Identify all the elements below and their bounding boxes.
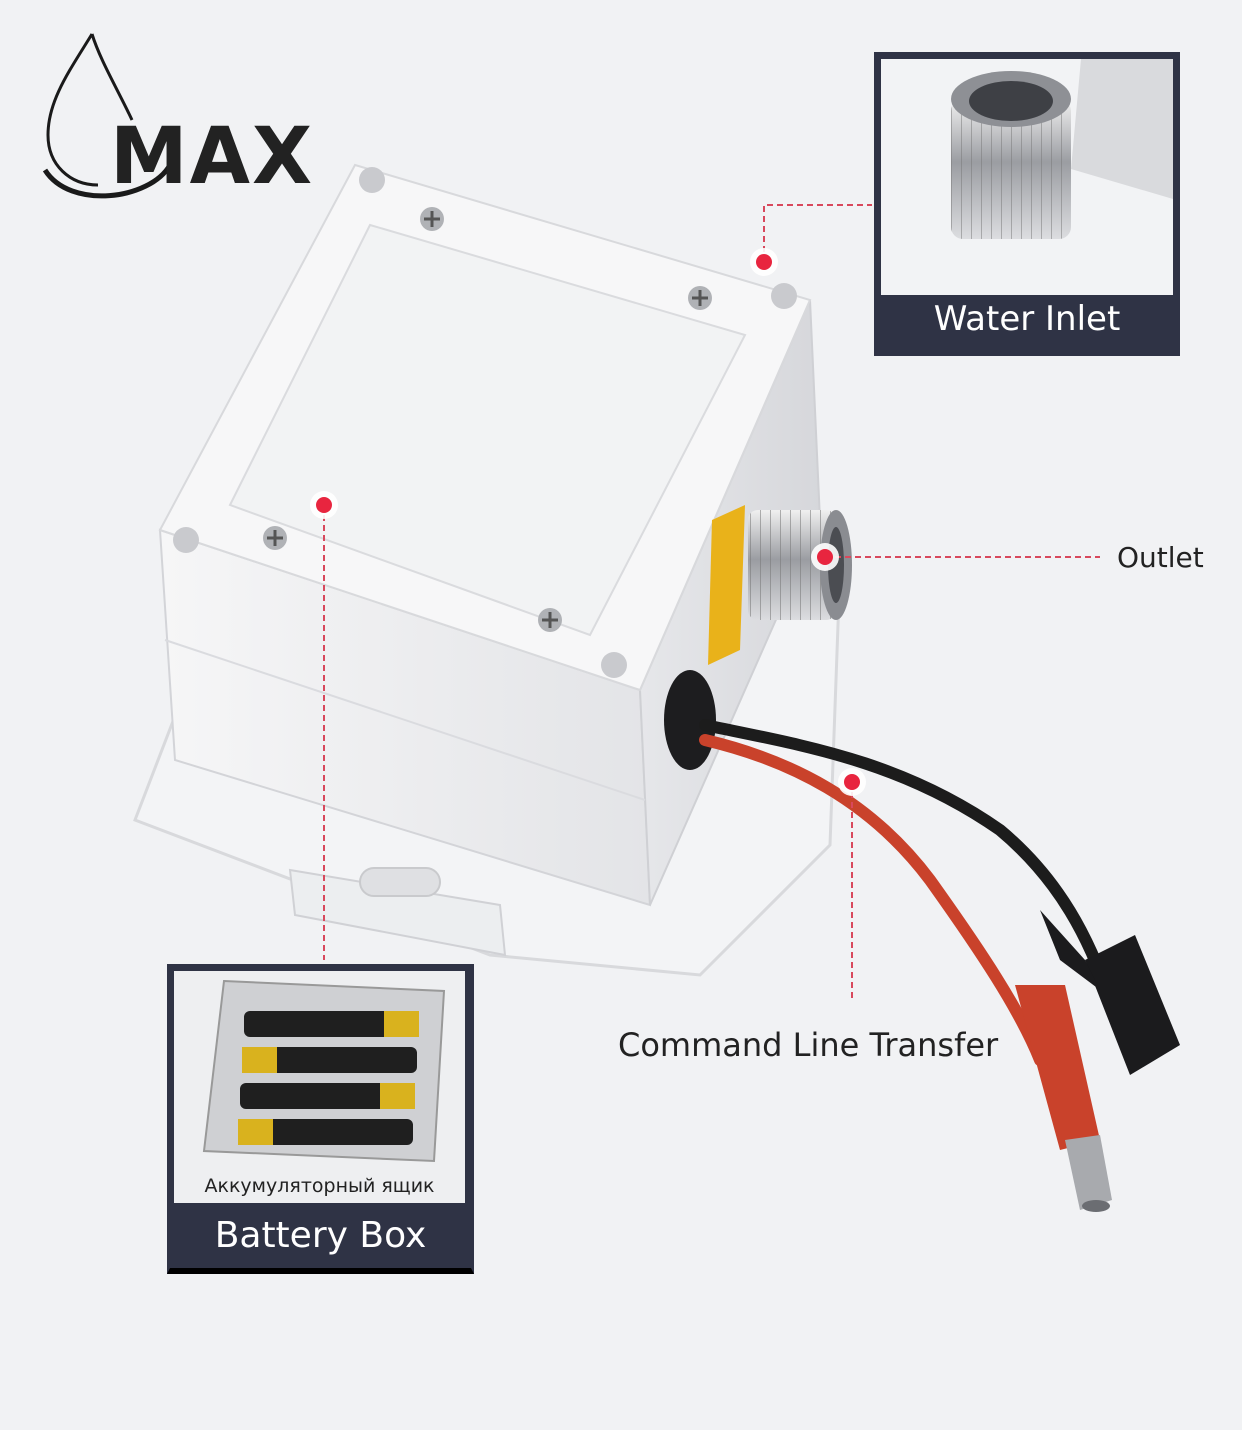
screw-icon [538, 608, 562, 632]
callout-lines [323, 204, 1100, 1000]
battery-box-sublabel: Аккумуляторный ящик [204, 1175, 435, 1197]
dc-male-connector [1015, 985, 1112, 1212]
water-inlet-closeup [881, 59, 1173, 295]
corner-hole [173, 527, 199, 553]
outlet-fitting [748, 510, 852, 620]
battery-box-caption: Battery Box [214, 1215, 427, 1256]
battery-icon [242, 1047, 417, 1073]
callout-dot [838, 768, 866, 796]
battery-icon [238, 1119, 413, 1145]
water-inlet-inset: Water Inlet [874, 52, 1180, 356]
screw-icon [688, 286, 712, 310]
callout-dot [750, 248, 778, 276]
water-drop-swoosh-icon [42, 33, 173, 199]
battery-icon [240, 1083, 415, 1109]
warning-sticker [708, 505, 745, 665]
corner-hole [359, 167, 385, 193]
water-inlet-caption: Water Inlet [933, 299, 1121, 339]
callout-dot [811, 543, 839, 571]
dc-female-connector [1040, 910, 1180, 1075]
battery-box-photo: Аккумуляторный ящик [174, 971, 465, 1203]
corner-hole [601, 652, 627, 678]
battery-box-inset: Аккумуляторный ящик Battery Box [167, 964, 474, 1274]
corner-hole [771, 283, 797, 309]
screw-icon [263, 526, 287, 550]
command-line-label: Command Line Transfer [618, 1026, 999, 1064]
power-cable [699, 719, 1116, 1066]
battery-pack-closeup [174, 971, 465, 1203]
mounting-slot [359, 867, 441, 897]
brand-logo: MAX [110, 112, 315, 202]
callout-dot [310, 491, 338, 519]
screw-icon [420, 207, 444, 231]
outlet-label: Outlet [1117, 541, 1204, 574]
battery-icon [244, 1011, 419, 1037]
water-inlet-photo [881, 59, 1173, 295]
